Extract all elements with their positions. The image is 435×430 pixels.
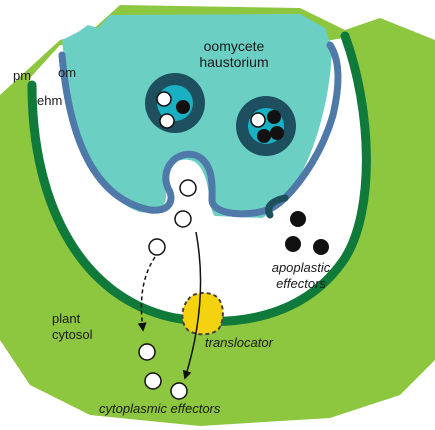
extrahaustorial-membrane <box>58 41 342 218</box>
vesicle-right <box>236 96 296 156</box>
cytoplasmic-effector <box>144 372 162 390</box>
arrow-translocation <box>182 231 202 380</box>
cytoplasmic-effector <box>170 382 188 400</box>
cytoplasmic-effector <box>148 238 166 256</box>
label-apoplastic-line1: apoplastic <box>272 260 331 275</box>
label-haustorium-line2: haustorium <box>199 54 268 70</box>
label-plant-line2: cytosol <box>52 327 93 342</box>
label-ehm: ehm <box>37 93 62 108</box>
label-cytoplasmic-effectors: cytoplasmic effectors <box>99 401 221 416</box>
label-haustorium-line1: oomycete <box>204 38 265 54</box>
plasma-membrane <box>27 31 371 326</box>
apoplastic-effector <box>290 211 306 227</box>
label-plant-line1: plant <box>52 311 81 326</box>
translocator <box>181 292 224 336</box>
vesicle-left <box>145 73 205 133</box>
cytoplasmic-effector <box>138 343 156 361</box>
cytoplasmic-effector <box>174 210 192 228</box>
apoplastic-effector <box>313 239 329 255</box>
apoplastic-effector <box>285 236 301 252</box>
label-om: om <box>58 65 76 80</box>
arrow-uptake-dashed <box>137 256 156 332</box>
label-translocator: translocator <box>205 335 274 350</box>
label-pm: pm <box>13 68 31 83</box>
extrahaustorial-membrane-right <box>265 194 289 219</box>
label-apoplastic-line2: effectors <box>276 276 326 291</box>
cytoplasmic-effector <box>179 179 197 197</box>
